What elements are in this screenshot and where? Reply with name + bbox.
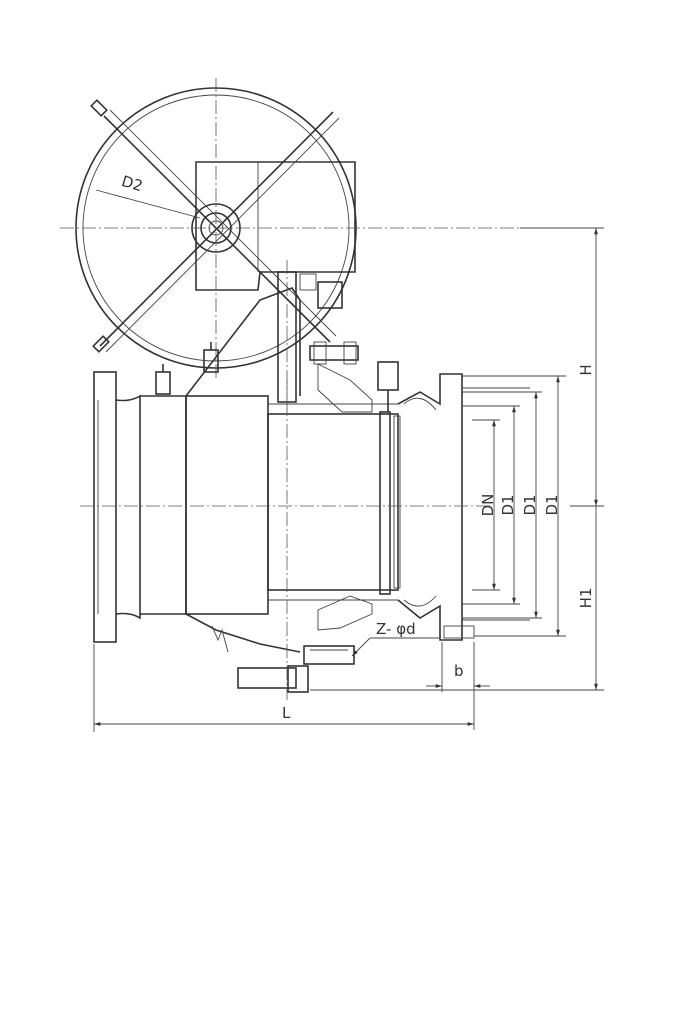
bolt-top-2 <box>203 342 219 373</box>
bolt-gland <box>309 341 359 365</box>
bolt-bottom-1 <box>303 645 355 665</box>
right-flange <box>397 373 530 641</box>
bolt-top-1 <box>155 364 171 395</box>
handwheel-spokes <box>90 99 340 353</box>
label-d1-a: D1 <box>499 494 517 515</box>
label-bolt-holes: Z- φd <box>376 620 416 638</box>
handwheel: D2 <box>60 78 600 380</box>
bolt-bottom-2 <box>237 665 309 693</box>
valve-bore <box>267 413 399 591</box>
left-flange <box>93 371 141 643</box>
label-d1-c: D1 <box>543 494 561 515</box>
label-l: L <box>282 704 291 722</box>
dimensions: DN D1 D1 D1 H H1 Z- φd b <box>93 227 604 732</box>
label-dn: DN <box>479 494 497 517</box>
label-d2: D2 <box>120 172 145 195</box>
label-d1-b: D1 <box>521 494 539 515</box>
bolt-right-top <box>377 361 399 412</box>
gland-section <box>317 363 373 413</box>
bolts <box>155 273 399 693</box>
valve-body <box>140 260 401 653</box>
label-b: b <box>454 662 464 680</box>
label-h1: H1 <box>577 588 595 609</box>
bolt-upper-actuator <box>299 273 343 309</box>
lower-seat-section <box>317 595 373 631</box>
label-h: H <box>577 364 595 375</box>
drain-plug <box>211 625 229 653</box>
